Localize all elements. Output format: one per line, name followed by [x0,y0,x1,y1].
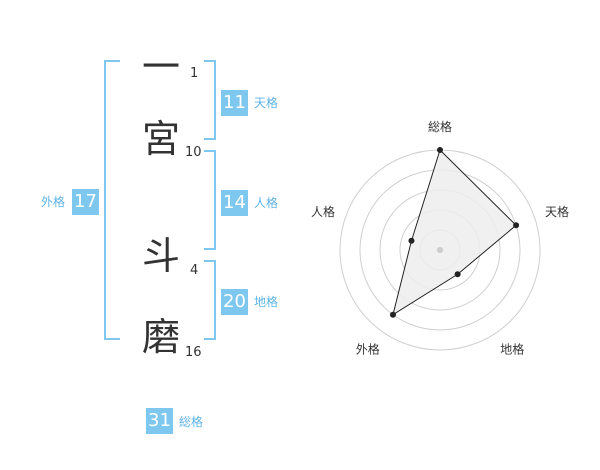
radar-point [437,147,443,153]
tenkaku-bracket [204,60,216,140]
gaikaku-value-badge: 17 [72,189,99,215]
radar-axis-label: 総格 [428,119,452,134]
radar-center-dot [437,247,443,253]
radar-axis-label: 外格 [356,342,380,357]
stroke-count-2: 10 [185,145,202,160]
name-char-3: 斗 [142,234,181,278]
tenkaku-value-badge: 11 [221,90,248,116]
radar-point [513,222,520,229]
radar-point [408,237,415,244]
jinkaku-bracket [204,150,216,250]
gaikaku-bracket [104,60,120,340]
soukaku-value-badge: 31 [146,408,173,434]
chikaku-value-badge: 20 [221,289,248,315]
radar-axis-label: 天格 [545,204,569,219]
radar-axis-label: 地格 [500,342,524,357]
name-char-4: 磨 [142,315,181,359]
stroke-count-4: 16 [185,345,202,360]
radar-area [392,149,517,316]
jinkaku-label: 人格 [254,196,279,210]
chikaku-label: 地格 [254,295,279,309]
radar-point [454,271,461,278]
name-char-1: 一 [142,45,181,89]
gaikaku-label: 外格 [41,195,66,209]
radar-axis-label: 人格 [311,204,335,219]
tenkaku-label: 天格 [254,96,279,110]
radar-point [389,311,396,318]
soukaku-label: 総格 [179,415,204,429]
jinkaku-value-badge: 14 [221,190,248,216]
stroke-count-1: 1 [190,66,199,81]
name-char-2: 宮 [142,117,181,161]
chikaku-bracket [204,260,216,340]
stroke-count-3: 4 [190,263,199,278]
